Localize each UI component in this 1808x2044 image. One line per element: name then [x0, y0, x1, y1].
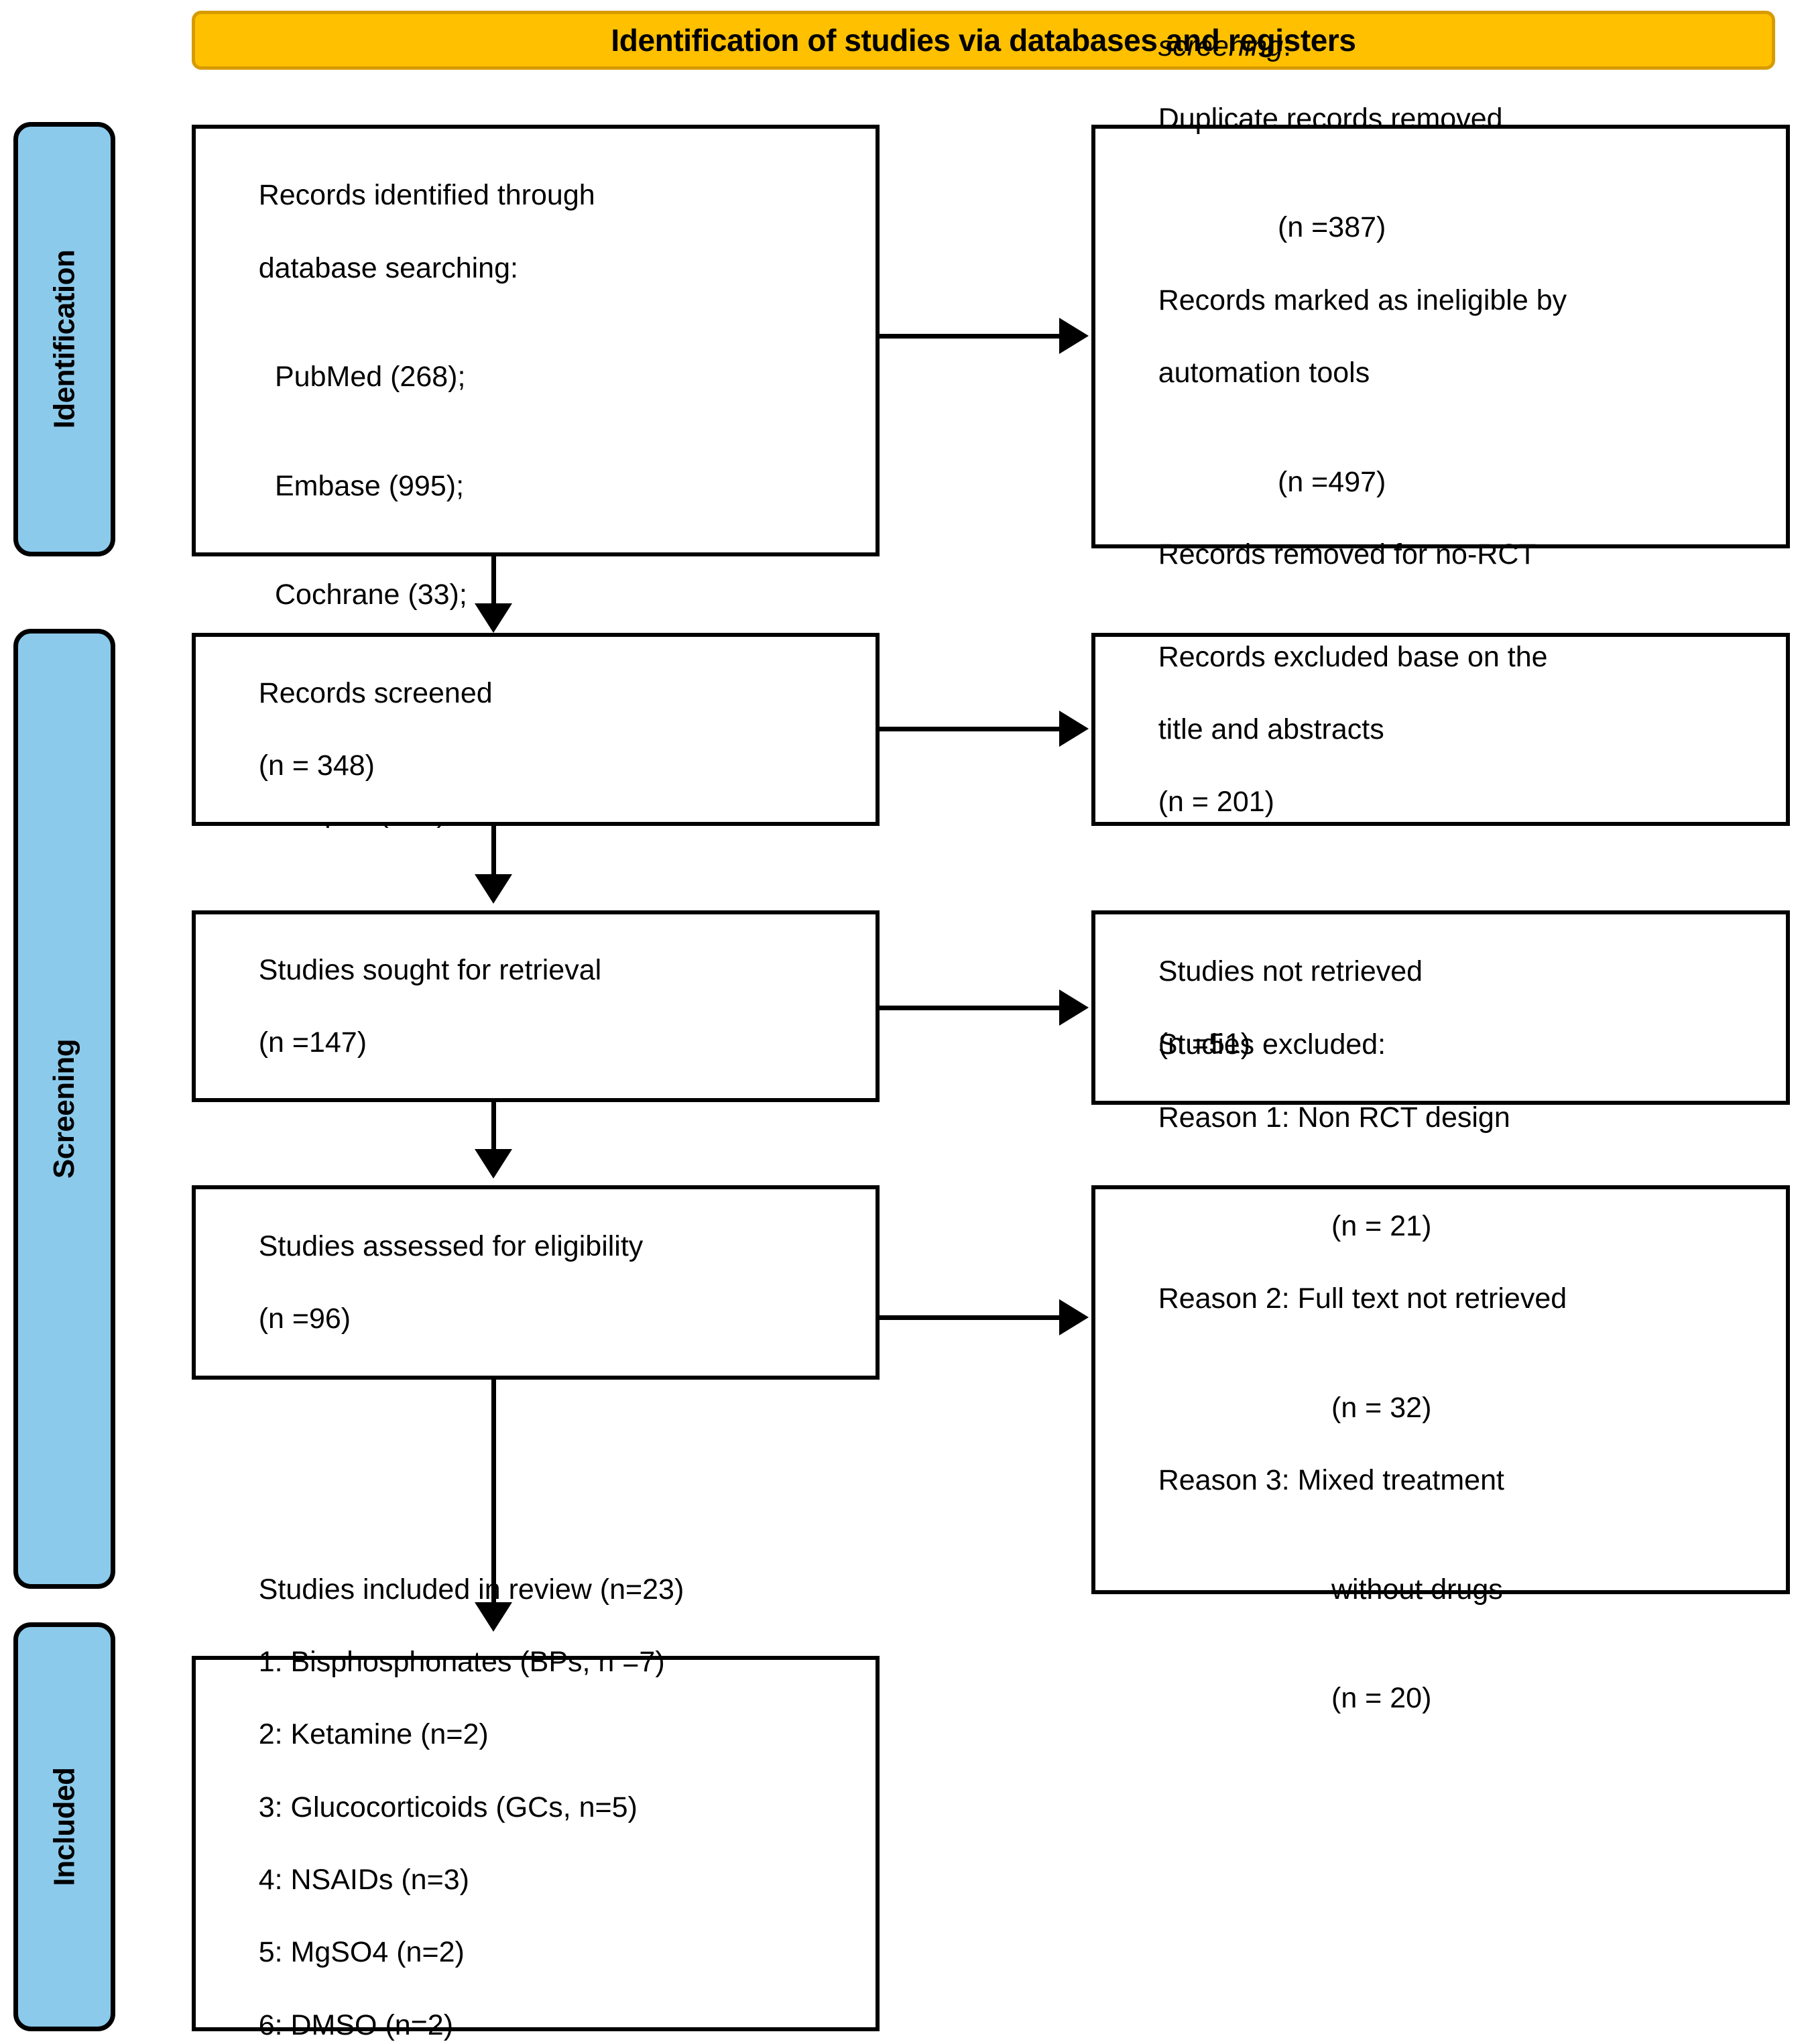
records-identified-source-0: PubMed (268); [275, 361, 466, 394]
studies-excluded-line7: without drugs [1331, 1573, 1503, 1606]
box-studies-not-retrieved: Studies not retrieved (n =51) [1091, 910, 1790, 1105]
not-retrieved-line1: Studies not retrieved [1158, 955, 1423, 987]
box-records-screened: Records screened (n = 348) [192, 633, 880, 826]
box-records-removed-text: Records removed before screening: Duplic… [1110, 0, 1567, 754]
studies-excluded-line4: Reason 2: Full text not retrieved [1158, 1282, 1567, 1315]
box-records-excluded: Records excluded base on the title and a… [1091, 633, 1790, 826]
connector-screened-to-excluded [880, 727, 1062, 731]
box-records-screened-text: Records screened (n = 348) [210, 639, 493, 821]
diagram-header-banner: Identification of studies via databases … [192, 11, 1775, 70]
studies-excluded-line1: Studies excluded: [1158, 1028, 1386, 1061]
arrow-down-icon-identified-to-screened [475, 603, 512, 633]
connector-identified-to-screened [491, 556, 496, 607]
connector-assessed-to-studies-excluded [880, 1315, 1062, 1320]
arrow-down-icon-screened-to-sought [475, 874, 512, 904]
stage-label-identification: Identification [48, 249, 80, 429]
connector-assessed-to-included [491, 1380, 496, 1616]
box-studies-assessed-for-eligibility: Studies assessed for eligibility (n =96) [192, 1185, 880, 1380]
studies-included-item-4: 5: MgSO4 (n=2) [258, 1936, 465, 1969]
records-removed-line6: automation tools [1158, 357, 1370, 389]
records-screened-line1: Records screened [258, 676, 493, 709]
records-identified-source-2: Cochrane (33); [275, 579, 467, 611]
records-removed-line2-tail: : [1283, 29, 1292, 62]
box-records-excluded-text: Records excluded base on the title and a… [1110, 602, 1548, 856]
stage-bar-screening: Screening [13, 629, 115, 1589]
stage-bar-included: Included [13, 1622, 115, 2031]
records-excluded-line1: Records excluded base on the [1158, 640, 1548, 673]
arrow-down-icon-sought-to-assessed [475, 1149, 512, 1179]
stage-bar-identification: Identification [13, 122, 115, 556]
records-identified-line2: database searching: [258, 251, 518, 284]
box-studies-included-text: Studies included in review (n=23) 1: Bis… [210, 1535, 684, 2044]
box-studies-excluded-text: Studies excluded: Reason 1: Non RCT desi… [1110, 990, 1567, 1789]
studies-excluded-line2: Reason 1: Non RCT design [1158, 1101, 1510, 1134]
box-records-removed-before-screening: Records removed before screening: Duplic… [1091, 30, 1790, 679]
studies-excluded-line5: (n = 32) [1331, 1392, 1432, 1424]
studies-included-item-1: 2: Ketamine (n=2) [258, 1718, 489, 1751]
records-screened-line2: (n = 348) [258, 749, 375, 782]
arrow-right-icon-sought-to-not-retrieved [1059, 989, 1089, 1026]
connector-screened-to-sought [491, 826, 496, 878]
stage-label-screening: Screening [48, 1038, 80, 1179]
assessed-eligibility-line1: Studies assessed for eligibility [258, 1229, 644, 1262]
records-removed-line3: Duplicate records removed [1158, 102, 1503, 135]
arrow-right-icon-screened-to-excluded [1059, 711, 1089, 747]
diagram-title: Identification of studies via databases … [611, 23, 1356, 58]
box-not-retrieved-text: Studies not retrieved (n =51) [1110, 917, 1423, 1099]
stage-label-included: Included [48, 1767, 80, 1886]
box-records-identified: Records identified through database sear… [192, 125, 880, 938]
not-retrieved-line2: (n =51) [1158, 1028, 1251, 1061]
studies-included-item-5: 6: DMSO (n=2) [258, 2008, 454, 2041]
box-assessed-eligibility-text: Studies assessed for eligibility (n =96) [210, 1192, 644, 1374]
studies-included-item-2: 3: Glucocorticoids (GCs, n=5) [258, 1791, 638, 1823]
records-removed-line2-italic: screening [1158, 29, 1284, 62]
box-records-identified-text: Records identified through database sear… [210, 141, 861, 1012]
connector-identified-to-removed [880, 334, 1062, 339]
records-removed-line7: (n =497) [1278, 465, 1386, 498]
studies-excluded-line3: (n = 21) [1331, 1210, 1432, 1243]
studies-included-item-3: 4: NSAIDs (n=3) [258, 1864, 469, 1897]
records-removed-line8: Records removed for no-RCT [1158, 538, 1536, 570]
connector-sought-to-not-retrieved [880, 1006, 1062, 1010]
box-studies-sought-for-retrieval: Studies sought for retrieval (n =147) [192, 910, 880, 1102]
records-excluded-line3: (n = 201) [1158, 786, 1274, 819]
assessed-eligibility-line2: (n =96) [258, 1303, 351, 1335]
arrow-down-icon-assessed-to-included [475, 1602, 512, 1632]
box-studies-excluded: Studies excluded: Reason 1: Non RCT desi… [1091, 1028, 1790, 1714]
records-removed-line5: Records marked as ineligible by [1158, 284, 1567, 316]
records-identified-source-1: Embase (995); [275, 469, 465, 502]
sought-retrieval-line2: (n =147) [258, 1026, 367, 1059]
connector-sought-to-assessed [491, 1102, 496, 1153]
box-studies-included-in-review: Studies included in review (n=23) 1: Bis… [192, 1573, 880, 2041]
records-removed-line4: (n =387) [1278, 211, 1386, 244]
records-identified-line1: Records identified through [258, 179, 595, 212]
studies-included-line1: Studies included in review (n=23) [258, 1573, 684, 1606]
sought-retrieval-line1: Studies sought for retrieval [258, 953, 602, 986]
studies-included-item-0: 1: Bisphosphonates (BPs, n =7) [258, 1646, 665, 1679]
studies-excluded-line8: (n = 20) [1331, 1682, 1432, 1715]
arrow-right-icon-assessed-to-studies-excluded [1059, 1299, 1089, 1335]
box-sought-retrieval-text: Studies sought for retrieval (n =147) [210, 916, 602, 1097]
arrow-right-icon-identified-to-removed [1059, 318, 1089, 354]
studies-excluded-line6: Reason 3: Mixed treatment [1158, 1464, 1504, 1497]
records-excluded-line2: title and abstracts [1158, 713, 1384, 745]
